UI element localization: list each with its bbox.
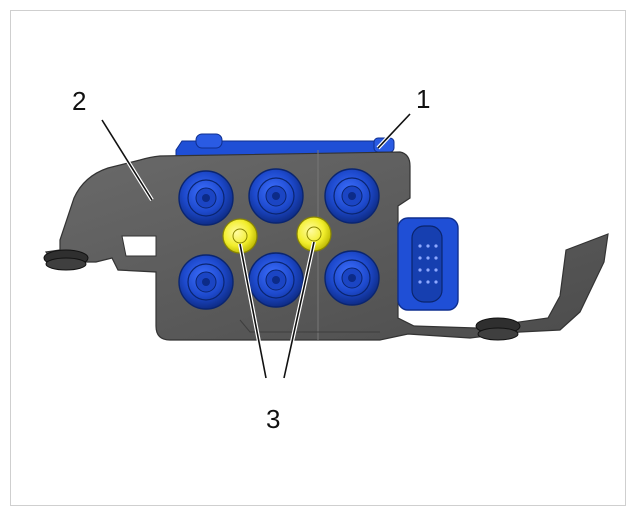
leader-line-3b — [283, 241, 315, 379]
leader-lines — [100, 112, 412, 379]
bolt-head-icon — [222, 218, 258, 254]
hydraulic-union-icon — [324, 168, 380, 224]
leader-line-3a — [239, 243, 267, 379]
hydraulic-fittings — [178, 168, 380, 310]
hydraulic-union-icon — [178, 254, 234, 310]
hydraulic-union-icon — [324, 250, 380, 306]
leader-line-2 — [101, 119, 153, 201]
callout-1: 1 — [416, 84, 430, 114]
leader-line-1 — [377, 113, 411, 149]
callout-2: 2 — [72, 86, 86, 116]
callout-3: 3 — [266, 404, 280, 434]
electrical-connector-icon — [397, 217, 459, 311]
hydraulic-union-icon — [178, 170, 234, 226]
hydraulic-union-icon — [248, 168, 304, 224]
diagram-frame — [10, 10, 626, 506]
hydraulic-union-icon — [248, 252, 304, 308]
yellow-bolts — [222, 216, 332, 254]
